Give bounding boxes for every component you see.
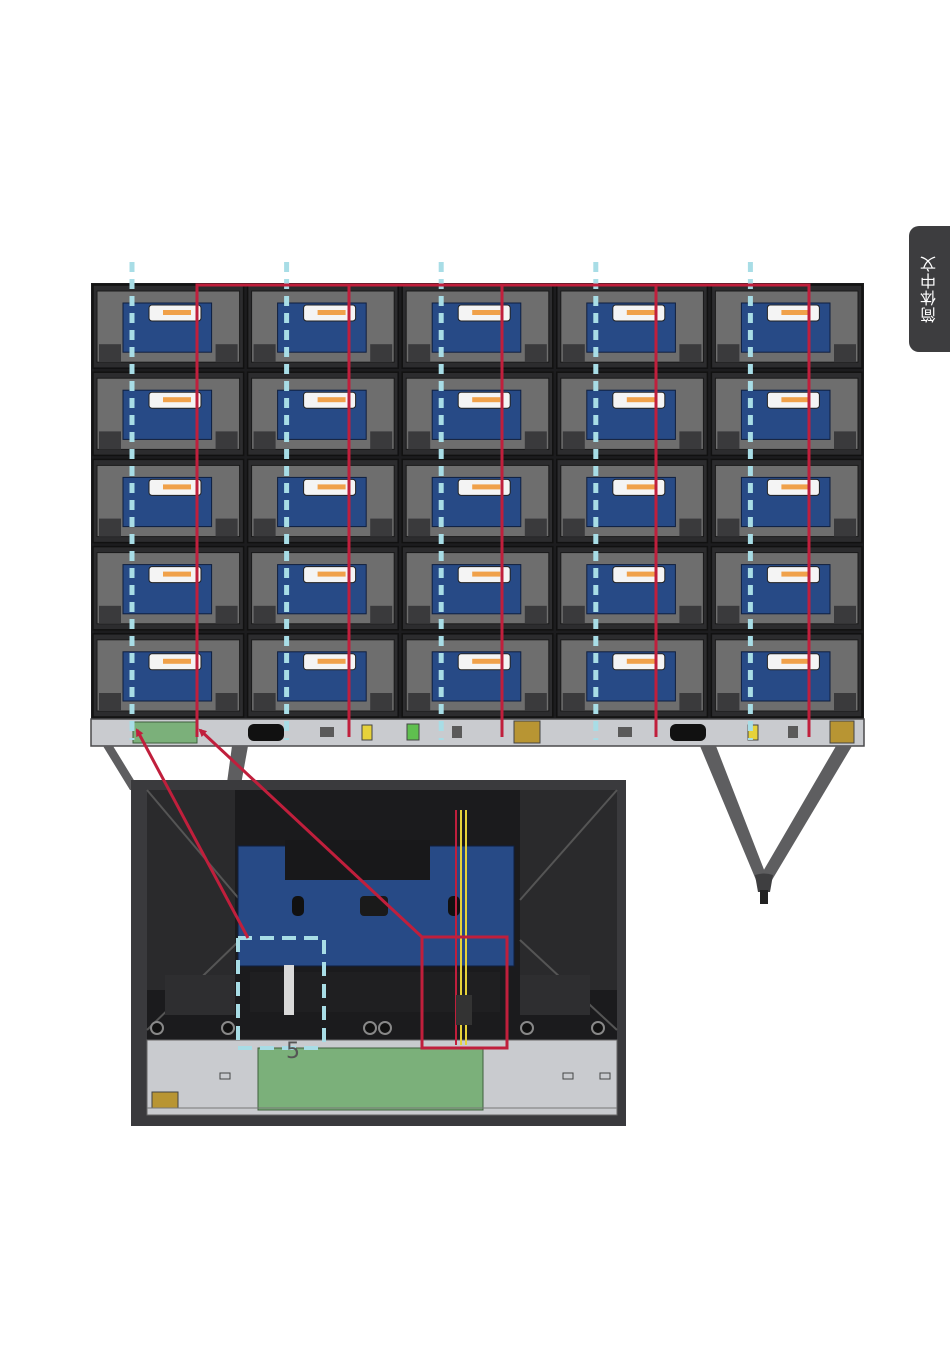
callout-closeup: 5 bbox=[131, 780, 626, 1126]
callout-connector-label: 5 bbox=[286, 1039, 300, 1064]
led-cabinet bbox=[248, 285, 399, 368]
led-cabinet bbox=[711, 285, 862, 368]
led-cabinet bbox=[402, 285, 553, 368]
led-cabinet bbox=[402, 634, 553, 717]
led-cabinet bbox=[557, 547, 708, 630]
port-4 bbox=[788, 726, 798, 738]
speaker-right bbox=[670, 724, 706, 741]
led-cabinet bbox=[711, 459, 862, 542]
led-cabinet bbox=[557, 459, 708, 542]
led-cabinet bbox=[93, 547, 244, 630]
led-cabinet bbox=[93, 285, 244, 368]
terminal-1 bbox=[362, 725, 372, 740]
led-cabinet bbox=[402, 372, 553, 455]
led-cabinet bbox=[93, 634, 244, 717]
led-cabinet bbox=[248, 547, 399, 630]
led-cabinet bbox=[402, 547, 553, 630]
heat-sink-left bbox=[165, 975, 235, 1015]
port-1 bbox=[320, 727, 334, 737]
led-cabinet bbox=[402, 459, 553, 542]
screw bbox=[151, 1022, 163, 1034]
led-cabinet bbox=[93, 372, 244, 455]
callout-bracket bbox=[285, 840, 430, 880]
led-cabinet bbox=[93, 459, 244, 542]
callout-rail-section bbox=[147, 1040, 617, 1115]
led-cabinet bbox=[248, 634, 399, 717]
led-cabinet bbox=[711, 547, 862, 630]
led-cabinet bbox=[711, 634, 862, 717]
led-cabinet bbox=[248, 459, 399, 542]
psu-right bbox=[830, 721, 854, 743]
led-cabinet bbox=[248, 372, 399, 455]
screw bbox=[592, 1022, 604, 1034]
speaker-left bbox=[248, 724, 284, 741]
heat-sink-right bbox=[520, 975, 590, 1015]
psu-left bbox=[514, 721, 540, 743]
led-cabinet bbox=[557, 634, 708, 717]
terminal-2 bbox=[407, 724, 419, 740]
screw bbox=[364, 1022, 376, 1034]
screw bbox=[521, 1022, 533, 1034]
led-cabinet bbox=[557, 372, 708, 455]
port-2 bbox=[452, 726, 462, 738]
led-cabinet bbox=[557, 285, 708, 368]
port-3 bbox=[618, 727, 632, 737]
cabinet-grid bbox=[93, 285, 862, 717]
screw bbox=[379, 1022, 391, 1034]
screw bbox=[222, 1022, 234, 1034]
led-cabinet bbox=[711, 372, 862, 455]
